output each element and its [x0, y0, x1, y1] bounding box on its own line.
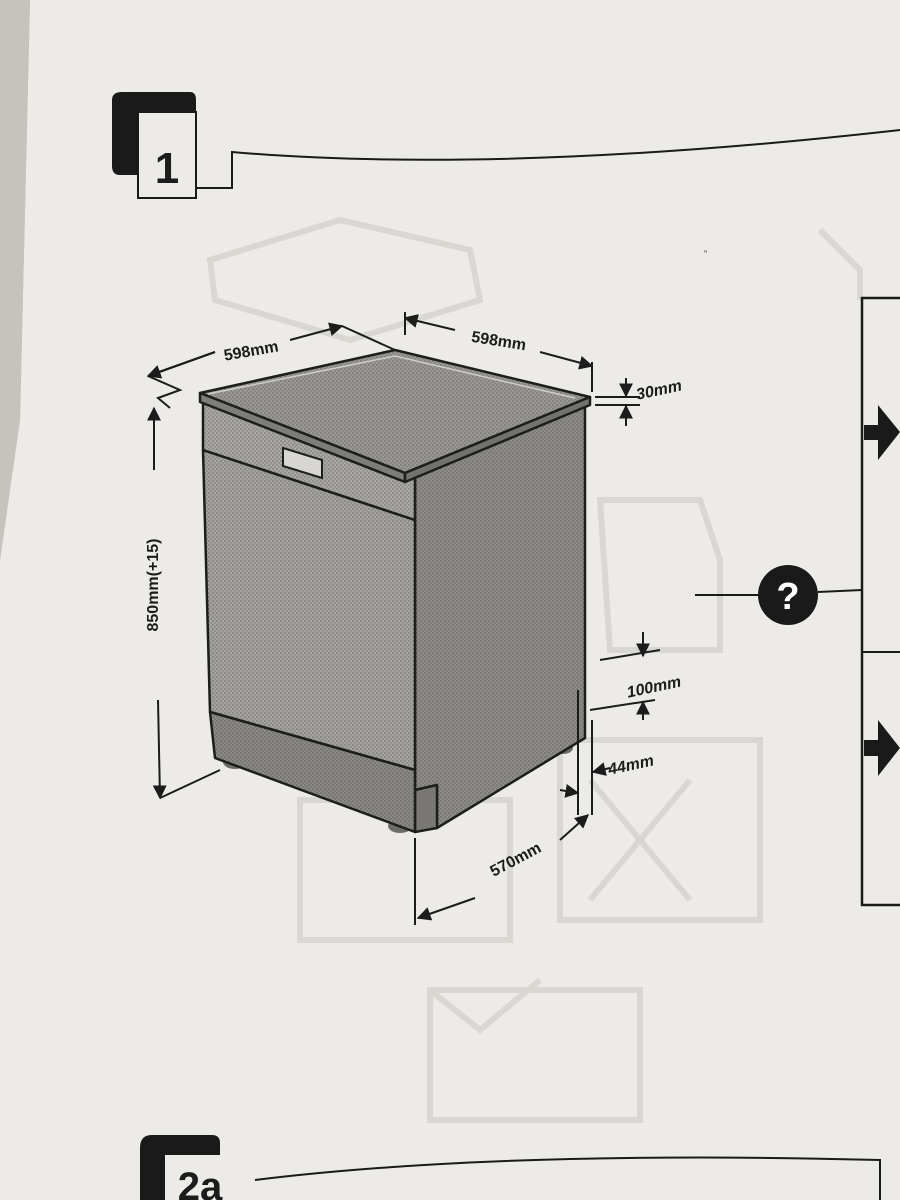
step-2a-divider-line — [254, 1156, 881, 1200]
step-1-number: 1 — [155, 144, 179, 193]
paper-edge-shadow — [0, 0, 30, 560]
arrow-right-icon — [864, 405, 900, 460]
step-2a-number: 2a — [178, 1165, 223, 1200]
print-speck: “ — [704, 249, 707, 260]
step-1-divider-line — [196, 129, 900, 189]
help-symbol: ? — [776, 576, 799, 618]
step-1-badge: 1 — [112, 92, 197, 199]
arrow-right-icon — [864, 720, 900, 776]
bleed-through-artwork — [206, 216, 863, 1123]
right-panel — [860, 296, 900, 907]
dishwasher-illustration — [198, 348, 592, 834]
step-2a-badge: 2a — [140, 1135, 223, 1200]
question-icon: ? — [758, 565, 818, 625]
appliance-plinth-side — [413, 783, 439, 834]
appliance-display — [282, 446, 323, 480]
help-leader-line — [817, 589, 863, 593]
dimension-height: 850mm(+15) — [145, 539, 162, 632]
